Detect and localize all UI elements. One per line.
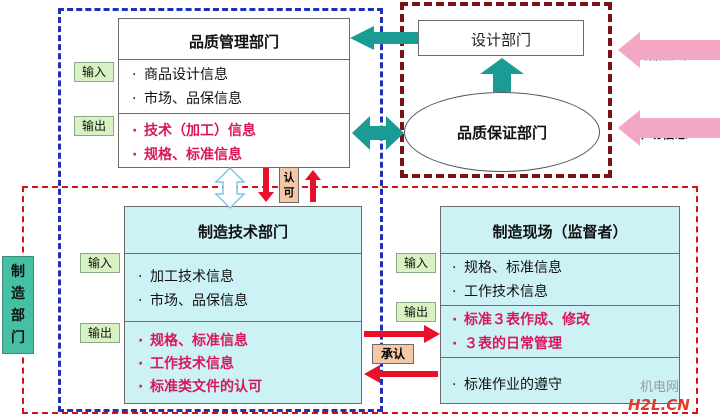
mfg-site-output-item: ·标准３表作成、修改 xyxy=(452,312,590,328)
teal-arrow-double xyxy=(352,116,404,150)
quality-mgmt-output-item: ·技术（加工）信息 xyxy=(132,123,256,139)
pink-arrow-market xyxy=(618,110,720,146)
qa-maroon-frame xyxy=(400,2,612,178)
red-arrow-right xyxy=(364,325,440,343)
watermark-line1: 机电网 xyxy=(640,380,680,395)
quality-mgmt-input-item: ·商品设计信息 xyxy=(132,67,228,83)
mfg-site-input-tag: 输入 xyxy=(396,253,436,273)
mfg-tech-box: 制造技术部门 xyxy=(124,206,362,404)
approval-label: 承认 xyxy=(372,344,414,364)
mfg-tech-output-tag: 输出 xyxy=(80,323,120,343)
quality-mgmt-output-tag: 输出 xyxy=(74,116,114,136)
qa-dept-title: 品质保证部门 xyxy=(456,124,547,142)
quality-mgmt-blue-frame xyxy=(58,8,383,412)
mfg-site-box: 制造现场（监督者） xyxy=(440,206,680,404)
mfg-tech-title: 制造技术部门 xyxy=(197,223,288,241)
mfg-site-extra-item: ·标准作业的遵守 xyxy=(452,377,562,393)
quality-mgmt-output-item: ·规格、标准信息 xyxy=(132,147,242,163)
pink-arrow-planning xyxy=(618,32,720,68)
mfg-tech-input-tag: 输入 xyxy=(80,253,120,273)
quality-mgmt-box: 品质管理部门 xyxy=(118,18,350,168)
quality-mgmt-title: 品质管理部门 xyxy=(188,33,279,51)
mfg-tech-input-item: ·加工技术信息 xyxy=(138,269,234,285)
hollow-double-arrow xyxy=(214,166,246,210)
design-dept-title: 设计部门 xyxy=(470,31,531,49)
approval-small-box: 认 可 xyxy=(279,167,299,203)
mfg-tech-output-item: ·规格、标准信息 xyxy=(138,333,248,349)
mfg-site-input-item: ·工作技术信息 xyxy=(452,284,548,300)
qa-dept-ellipse xyxy=(404,92,600,172)
design-dept-box: 设计部门 xyxy=(418,20,584,56)
mfg-site-title: 制造现场（监督者） xyxy=(492,223,628,241)
red-arrow-left xyxy=(364,365,438,383)
teal-arrow-up xyxy=(480,58,524,92)
quality-mgmt-input-tag: 输入 xyxy=(74,62,114,82)
mfg-site-output-tag: 输出 xyxy=(396,302,436,322)
mfg-site-input-item: ·规格、标准信息 xyxy=(452,260,562,276)
red-arrow-down xyxy=(258,168,274,202)
mfg-site-output-item: ·３表的日常管理 xyxy=(452,336,562,352)
mfg-tech-output-item: ·标准类文件的认可 xyxy=(138,379,262,395)
red-arrow-up xyxy=(305,170,321,202)
watermark-line2: H2L.CN xyxy=(628,396,690,414)
teal-arrow-left xyxy=(350,26,418,50)
mfg-tech-output-item: ·工作技术信息 xyxy=(138,356,234,372)
mfg-tech-input-item: ·市场、品保信息 xyxy=(138,293,248,309)
mfg-dept-label: 制 造 部 门 xyxy=(2,256,34,354)
quality-mgmt-input-item: ·市场、品保信息 xyxy=(132,91,242,107)
